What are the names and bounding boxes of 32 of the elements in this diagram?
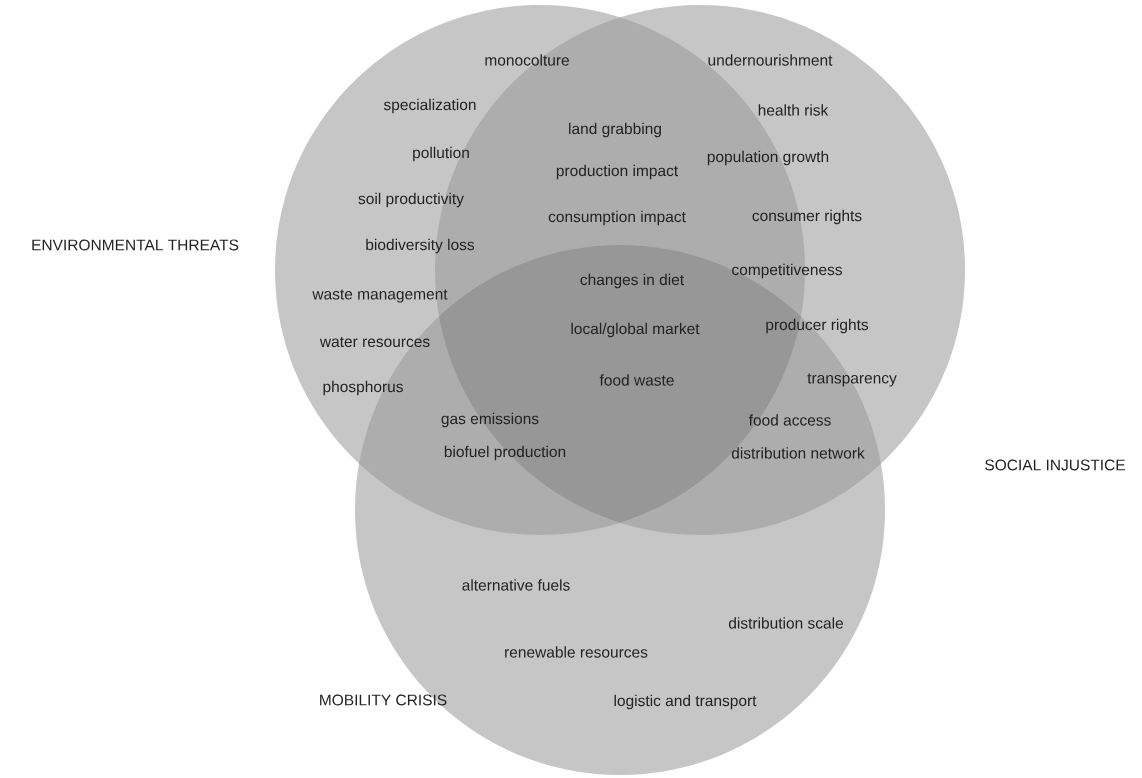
term-label: health risk xyxy=(758,104,829,116)
term-label: biofuel production xyxy=(444,445,566,461)
term-label: specialization xyxy=(383,98,476,114)
term-label: food waste xyxy=(599,374,674,386)
term-label: undernourishment xyxy=(708,54,833,66)
term-label: transparency xyxy=(807,373,897,387)
term-label: biodiversity loss xyxy=(366,238,475,254)
circle-heading: MOBILITY CRISIS xyxy=(320,694,447,706)
term-label: distribution network xyxy=(731,447,865,459)
term-label: local/global market xyxy=(571,322,700,338)
term-label: waste management xyxy=(312,289,448,303)
term-label: pollution xyxy=(413,146,469,162)
term-label: competitiveness xyxy=(732,263,842,279)
term-label: production impact xyxy=(556,164,678,180)
term-label: distribution scale xyxy=(728,617,843,629)
circle-heading: SOCIAL INJUSTICE xyxy=(985,459,1125,471)
term-label: logistic and transport xyxy=(614,694,757,710)
term-label: consumer rights xyxy=(752,209,862,225)
term-label: water resources xyxy=(319,336,430,348)
term-label: soil productivity xyxy=(358,192,464,208)
term-label: monocolture xyxy=(485,54,569,66)
term-label: consumption impact xyxy=(548,210,686,226)
term-label: changes in diet xyxy=(580,273,684,289)
term-label: food access xyxy=(748,414,831,426)
term-label: gas emissions xyxy=(441,412,539,428)
circle-heading: ENVIRONMENTAL THREATS xyxy=(32,239,239,251)
term-label: alternative fuels xyxy=(462,579,570,591)
term-label: population growth xyxy=(707,150,829,166)
term-label: renewable resources xyxy=(505,646,648,658)
term-label: phosphorus xyxy=(323,380,403,396)
term-label: producer rights xyxy=(766,318,869,334)
term-label: land grabbing xyxy=(569,122,661,138)
